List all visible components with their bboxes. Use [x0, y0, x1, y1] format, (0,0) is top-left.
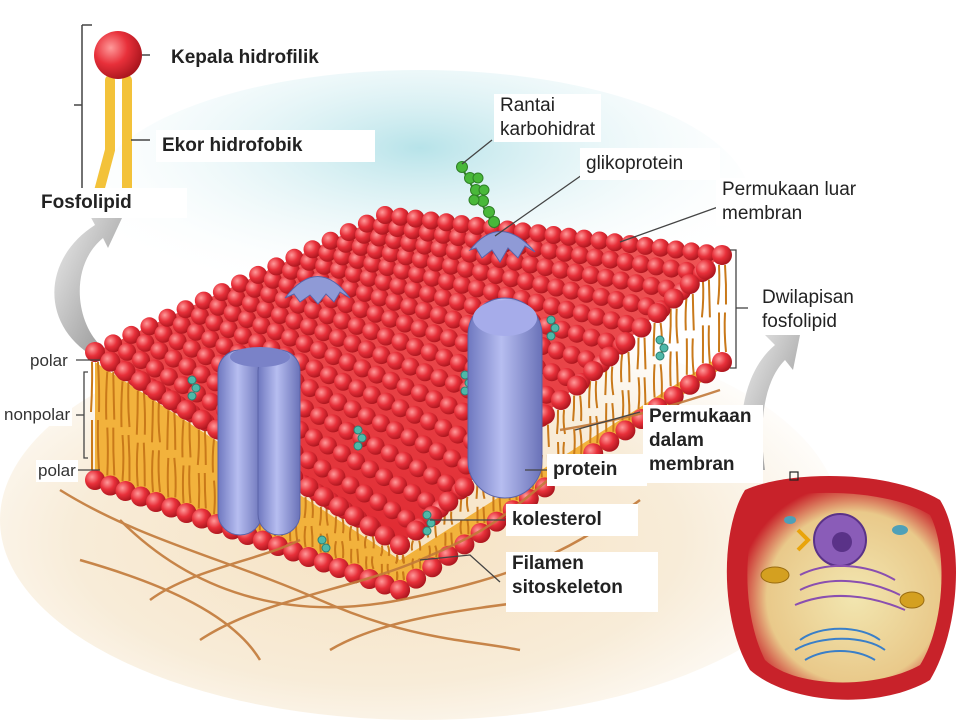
- label-cholesterol: kolesterol: [506, 504, 638, 536]
- label-hydrophobic-tail: Ekor hidrofobik: [156, 130, 375, 162]
- label-protein: protein: [547, 454, 647, 486]
- label-carbohydrate-chain: Rantai karbohidrat: [494, 94, 601, 142]
- channel-protein: [218, 347, 300, 535]
- label-polar-bottom: polar: [36, 460, 78, 482]
- label-polar-top: polar: [28, 350, 70, 372]
- label-cytoskeleton: Filamen sitoskeleton: [506, 552, 658, 612]
- label-nonpolar: nonpolar: [2, 404, 72, 426]
- animal-cell-illustration: [727, 472, 956, 700]
- label-bilayer: Dwilapisan fosfolipid: [756, 286, 860, 334]
- label-outer-surface: Permukaan luar membran: [716, 178, 862, 226]
- transmembrane-protein: [468, 298, 542, 498]
- label-glycoprotein: glikoprotein: [580, 148, 720, 180]
- label-inner-surface: Permukaan dalam membran: [643, 405, 763, 483]
- label-phospholipid: Fosfolipid: [35, 188, 187, 218]
- label-hydrophilic-head: Kepala hidrofilik: [165, 46, 325, 70]
